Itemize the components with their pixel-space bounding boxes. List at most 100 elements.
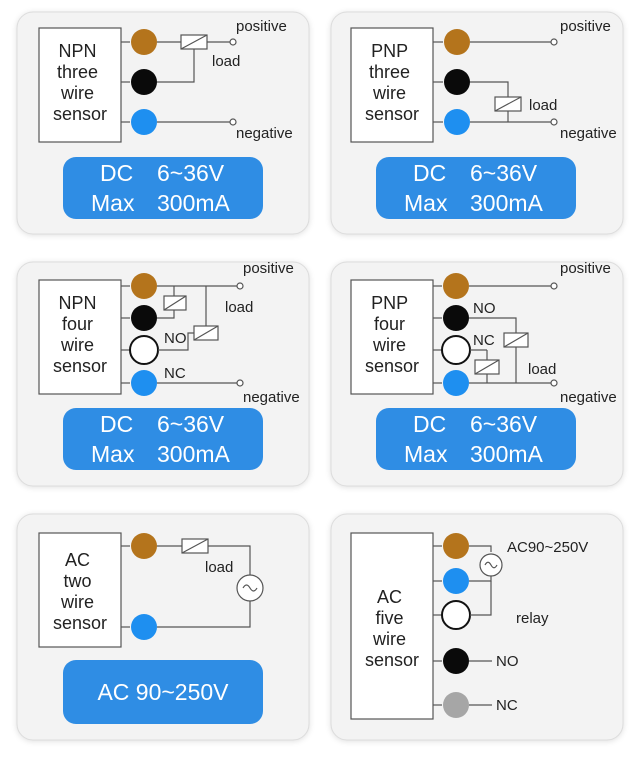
black-wire-dot [443,305,469,331]
relay-coil-diagonal [163,295,187,311]
panel-pnp-four-wire: PNP four wire sensor positive NO NC load… [330,260,624,487]
spec-badge [376,408,576,470]
badge-value: 6~36V [157,411,225,437]
badge-key: Max [404,441,448,467]
sensor-label: AC two wire sensor [53,550,107,633]
sensor-label-line: wire [60,335,94,355]
positive-label: positive [243,260,294,277]
negative-label: negative [560,389,617,406]
sensor-label: AC five wire sensor [365,587,419,670]
blue-wire-dot [443,370,469,396]
positive-label: positive [560,18,611,35]
badge-key: DC [100,411,133,437]
brown-wire-dot [444,29,470,55]
wire [469,317,517,333]
relay-coil-diagonal [193,325,219,341]
negative-label: negative [560,125,617,142]
sensor-box [38,532,122,648]
black-wire-dot [131,69,157,95]
sensor-label-line: wire [60,592,94,612]
terminal-icon [550,118,558,126]
sensor-label: PNP three wire sensor [365,41,419,124]
sensor-label-line: three [57,62,98,82]
badge-key: DC [413,160,446,186]
load-label: load [528,361,556,378]
sensor-label-line: NPN [58,293,96,313]
panel-pnp-three-wire: PNP three wire sensor positive load nega… [330,11,624,235]
badge-value: AC 90~250V [97,679,229,705]
sensor-label-line: wire [372,335,406,355]
positive-label: positive [560,260,611,277]
badge-value: 300mA [157,190,231,216]
load-label: load [225,299,253,316]
badge-key: Max [91,190,135,216]
terminal-icon [236,282,244,290]
negative-label: negative [243,389,300,406]
terminal-icon [550,282,558,290]
brown-wire-dot [443,273,469,299]
sensor-label-line: five [375,608,403,628]
sensor-box [350,279,434,395]
relay-coil-diagonal [494,96,522,112]
wire [157,49,195,83]
sensor-label-line: PNP [371,41,408,61]
nc-label: NC [496,697,518,714]
badge-value: 300mA [157,441,231,467]
badge-value: 300mA [470,190,544,216]
spec-badge [63,157,263,219]
sensor-label: NPN four wire sensor [53,293,107,376]
brown-wire-dot [443,533,469,559]
relay-coil-diagonal [181,538,209,554]
badge-key: DC [413,411,446,437]
sensor-label-line: four [374,314,405,334]
sensor-box [350,27,434,143]
badge-value: 6~36V [470,411,538,437]
terminal-icon [236,379,244,387]
sensor-label-line: NPN [58,41,96,61]
blue-wire-dot [131,109,157,135]
terminal-icon [229,38,237,46]
supply-label: AC90~250V [507,539,588,556]
badge-value: 300mA [470,441,544,467]
badge-value: 6~36V [470,160,538,186]
sensor-label-line: AC [377,587,402,607]
load-label: load [529,97,557,114]
wire [158,332,194,351]
no-label: NO [496,653,519,670]
ac-wave [242,584,258,592]
sensor-label-line: wire [60,83,94,103]
spec-badge [63,660,263,724]
badge-value: 6~36V [157,160,225,186]
nc-label: NC [473,332,495,349]
sensor-label-line: sensor [53,613,107,633]
sensor-label-line: two [63,571,91,591]
ac-wave [484,561,498,569]
positive-label: positive [236,18,287,35]
white-wire-dot [441,600,471,630]
black-wire-dot [131,305,157,331]
brown-wire-dot [131,533,157,559]
white-wire-dot [129,335,159,365]
blue-wire-dot [443,568,469,594]
terminal-icon [229,118,237,126]
panel-ac-five-wire: AC five wire sensor AC90~250V relay NO N… [330,513,624,741]
nc-label: NC [164,365,186,382]
gray-wire-dot [443,692,469,718]
black-wire-dot [443,648,469,674]
load-label: load [212,53,240,70]
wire [469,545,492,552]
wire [157,310,175,319]
sensor-box [38,27,122,143]
sensor-label-line: PNP [371,293,408,313]
load-label: load [205,559,233,576]
sensor-label-line: four [62,314,93,334]
badge-key: DC [100,160,133,186]
spec-badge [376,157,576,219]
terminal-icon [550,379,558,387]
relay-coil-diagonal [474,359,500,375]
sensor-label-line: three [369,62,410,82]
wire [470,81,509,97]
blue-wire-dot [131,614,157,640]
black-wire-dot [444,69,470,95]
